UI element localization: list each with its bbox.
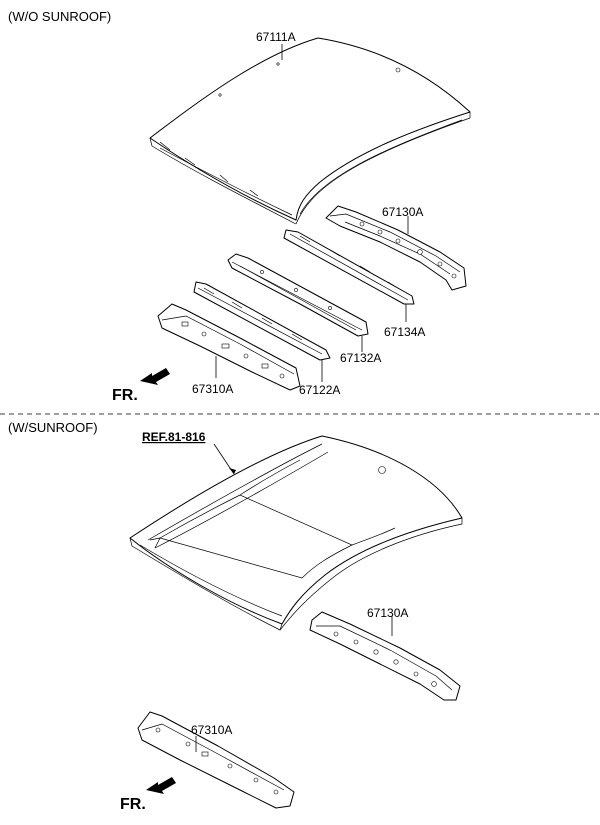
- label-67134a: 67134A: [384, 325, 425, 339]
- roof-bow-67132a: [227, 253, 369, 337]
- section-title-without-sunroof: (W/O SUNROOF): [8, 9, 111, 24]
- reference-arrow-icon: [229, 468, 236, 474]
- rear-roof-rail: [157, 303, 301, 391]
- label-67130a-bottom: 67130A: [367, 606, 408, 620]
- label-67130a-top: 67130A: [382, 205, 423, 219]
- label-67310a-bottom: 67310A: [191, 723, 232, 737]
- sunroof-roof-panel: [129, 435, 463, 631]
- roof-bow-67134a: [283, 229, 415, 305]
- front-direction-arrow-icon: [140, 368, 170, 385]
- roof-panel: [149, 37, 471, 225]
- label-67122a: 67122A: [299, 383, 340, 397]
- rear-roof-rail-sunroof: [137, 711, 295, 809]
- front-direction-arrow-icon-bottom: [146, 777, 176, 794]
- sunroof-reference-label: REF.81-816: [142, 430, 206, 444]
- front-roof-rail-sunroof: [309, 611, 461, 701]
- label-67310a-top: 67310A: [192, 382, 233, 396]
- front-direction-label-bottom: FR.: [120, 796, 146, 813]
- label-67111a: 67111A: [256, 30, 296, 44]
- section-title-with-sunroof: (W/SUNROOF): [8, 420, 98, 435]
- label-67132a: 67132A: [340, 351, 381, 365]
- roof-bow-67122a: [193, 281, 331, 361]
- front-direction-label-top: FR.: [112, 387, 138, 404]
- front-roof-rail: [325, 205, 467, 291]
